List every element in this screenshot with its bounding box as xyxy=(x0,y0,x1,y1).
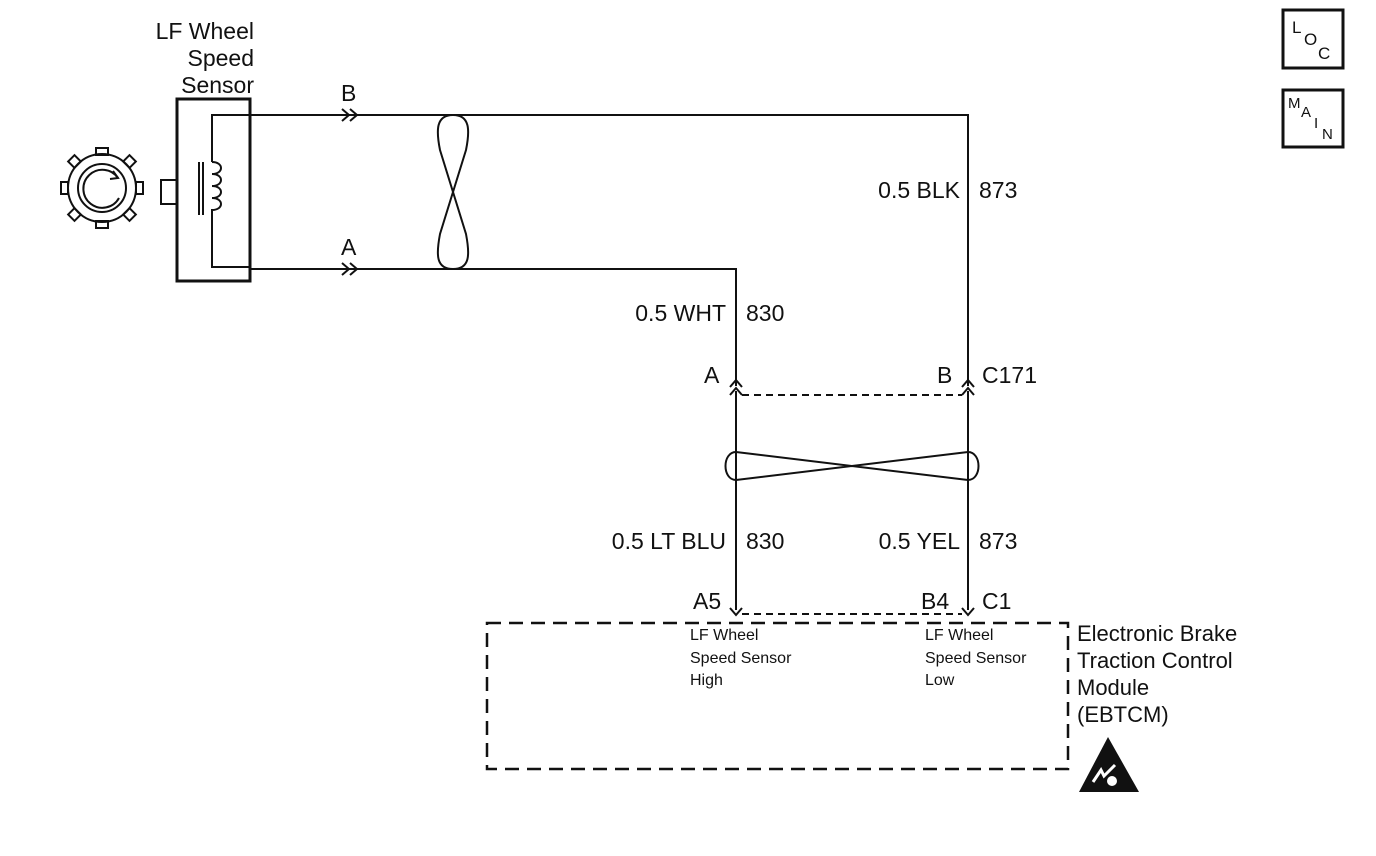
loc-letter-c: C xyxy=(1318,44,1331,63)
sensor-terminal-a: A xyxy=(341,234,357,260)
wire-yel-circuit: 873 xyxy=(979,528,1018,554)
c171-pin-a: A xyxy=(704,362,720,388)
pin-high-line1: LF Wheel xyxy=(690,627,759,644)
main-letter-n: N xyxy=(1322,126,1333,143)
ebtcm-module-box xyxy=(485,621,1070,771)
wheel-speed-sensor-body xyxy=(160,97,252,283)
module-name-line3: Module xyxy=(1077,675,1150,700)
wire-blk-label: 0.5 BLK xyxy=(878,177,960,203)
sensor-title-line3: Sensor xyxy=(181,72,254,98)
loc-button[interactable] xyxy=(1281,8,1345,70)
wire-830-wht xyxy=(250,268,737,386)
loc-letter-o: O xyxy=(1304,30,1318,49)
sensor-terminal-b: B xyxy=(341,80,357,106)
main-letter-a: A xyxy=(1301,104,1312,121)
main-letter-m: M xyxy=(1288,95,1301,112)
wire-873-blk xyxy=(250,114,969,386)
main-button[interactable] xyxy=(1281,88,1345,149)
wire-ltblu-circuit: 830 xyxy=(746,528,785,554)
c171-pin-b: B xyxy=(937,362,953,388)
wire-wht-label: 0.5 WHT xyxy=(635,300,726,326)
c1-pin-a5: A5 xyxy=(693,588,722,614)
c1-pin-b4: B4 xyxy=(921,588,950,614)
c1-connector-name: C1 xyxy=(982,588,1012,614)
wire-wht-circuit: 830 xyxy=(746,300,785,326)
sensor-title-line2: Speed xyxy=(187,45,254,71)
wire-blk-circuit: 873 xyxy=(979,177,1018,203)
pin-high-line3: High xyxy=(690,672,723,689)
main-letter-i: I xyxy=(1314,115,1319,132)
pin-low-line1: LF Wheel xyxy=(925,627,994,644)
module-name-line2: Traction Control xyxy=(1077,648,1233,673)
pin-low-line2: Speed Sensor xyxy=(925,650,1027,667)
pin-high-line2: Speed Sensor xyxy=(690,650,792,667)
twisted-pair-icon xyxy=(436,114,470,270)
wire-yel-label: 0.5 YEL xyxy=(878,528,960,554)
esd-sensitive-icon xyxy=(1079,737,1139,792)
tone-ring-icon xyxy=(60,147,144,229)
module-name-line4: (EBTCM) xyxy=(1077,702,1169,727)
pin-low-line3: Low xyxy=(925,672,955,689)
sensor-title-line1: LF Wheel xyxy=(155,18,254,44)
loc-letter-l: L xyxy=(1292,18,1302,37)
twisted-pair-icon-lower xyxy=(724,450,980,482)
c171-connector-name: C171 xyxy=(982,362,1037,388)
module-name-line1: Electronic Brake xyxy=(1077,621,1238,646)
wire-ltblu-label: 0.5 LT BLU xyxy=(611,528,726,554)
